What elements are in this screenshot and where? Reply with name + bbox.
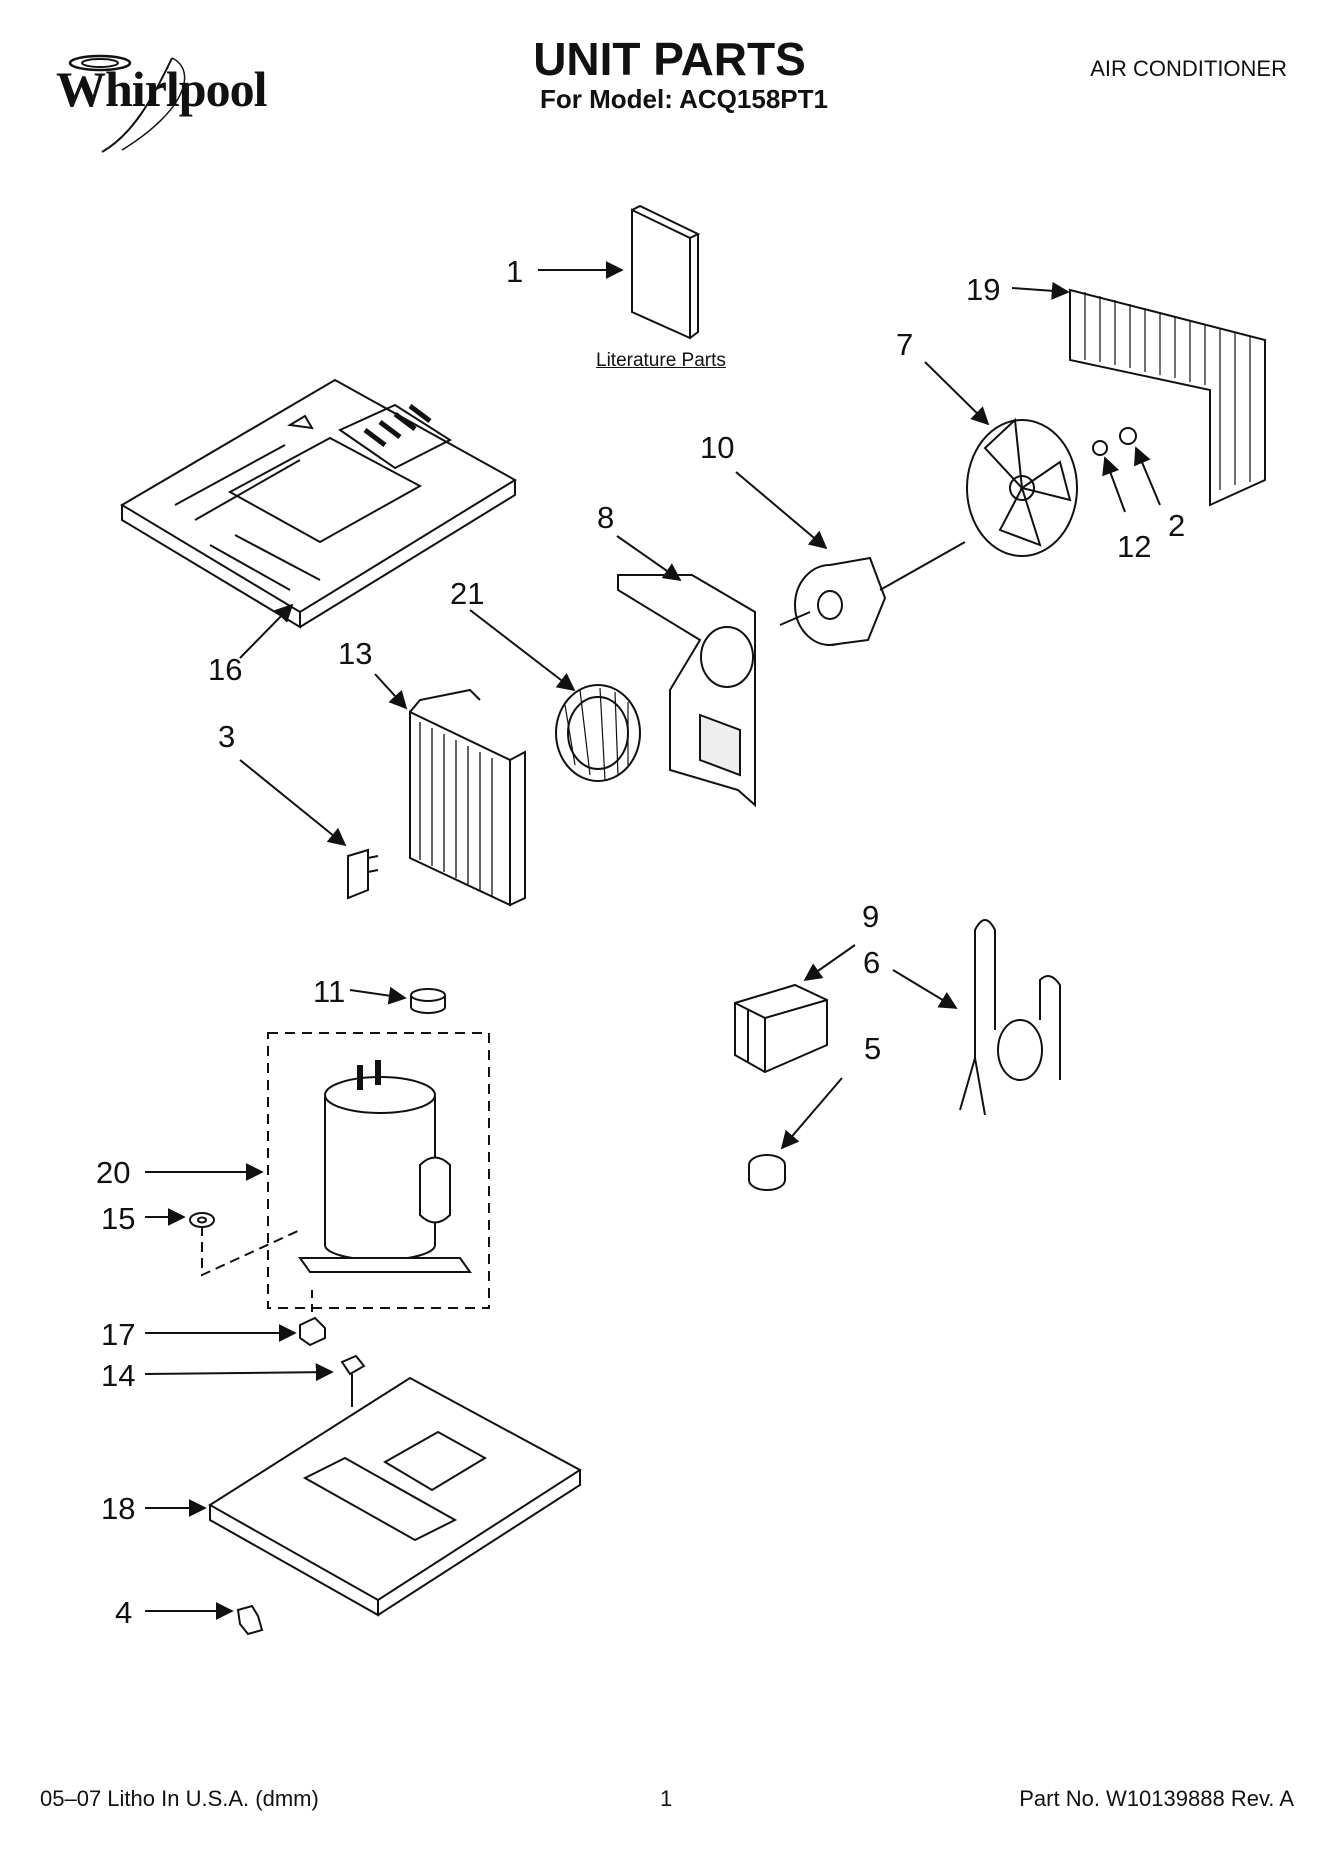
condenser-fan — [966, 417, 1078, 557]
capacitor-block — [734, 983, 828, 1074]
brand-wordmark: Whirlpool — [56, 61, 267, 117]
top-panel — [120, 378, 517, 629]
callout-21: 21 — [450, 576, 484, 611]
callout-20: 20 — [96, 1155, 130, 1190]
callout-7: 7 — [896, 327, 913, 362]
callout-6: 6 — [863, 945, 880, 980]
callout-8: 8 — [597, 500, 614, 535]
callout-9: 9 — [862, 899, 879, 934]
callout-10: 10 — [700, 430, 734, 465]
callout-4: 4 — [115, 1595, 132, 1630]
blower-wheel — [555, 684, 641, 782]
callout-11: 11 — [313, 974, 345, 1009]
product-type: AIR CONDITIONER — [1090, 56, 1287, 81]
condenser-coil — [1069, 288, 1266, 507]
part-number: Part No. W10139888 Rev. A — [1019, 1786, 1294, 1811]
clip — [236, 1604, 264, 1636]
callout-19: 19 — [966, 272, 1000, 307]
callout-15: 15 — [101, 1201, 135, 1236]
model-number: For Model: ACQ158PT1 — [540, 84, 828, 114]
evaporator-coil — [409, 688, 526, 907]
callout-16: 16 — [208, 652, 242, 687]
callout-12: 12 — [1117, 529, 1151, 564]
compressor-grommet — [189, 1212, 215, 1228]
grommet — [748, 1154, 786, 1191]
blower-housing — [617, 574, 756, 808]
fan-motor — [779, 541, 966, 646]
print-info: 05–07 Litho In U.S.A. (dmm) — [40, 1786, 319, 1811]
nut — [1119, 427, 1137, 445]
screw — [340, 1354, 366, 1395]
callout-5: 5 — [864, 1031, 881, 1066]
base-pan — [208, 1376, 582, 1617]
bracket — [347, 848, 379, 900]
overload-cap — [410, 988, 446, 1014]
compressor-nut — [299, 1316, 326, 1347]
page-number: 1 — [660, 1786, 673, 1811]
callout-14: 14 — [101, 1358, 135, 1393]
callout-18: 18 — [101, 1491, 135, 1526]
callout-2: 2 — [1168, 508, 1185, 543]
callout-1: 1 — [506, 254, 523, 289]
callout-13: 13 — [338, 636, 372, 671]
grommet-leader — [201, 1226, 301, 1277]
callout-3: 3 — [218, 719, 235, 754]
compressor — [267, 1032, 490, 1309]
whirlpool-logo — [68, 54, 186, 153]
thermistor-wire — [959, 919, 1061, 1116]
callout-17: 17 — [101, 1317, 135, 1352]
page-title: UNIT PARTS — [533, 33, 806, 85]
leader-arrows — [144, 261, 1161, 1620]
literature-booklet — [631, 204, 701, 340]
washer — [1092, 440, 1108, 456]
literature-parts-label: Literature Parts — [596, 350, 726, 371]
